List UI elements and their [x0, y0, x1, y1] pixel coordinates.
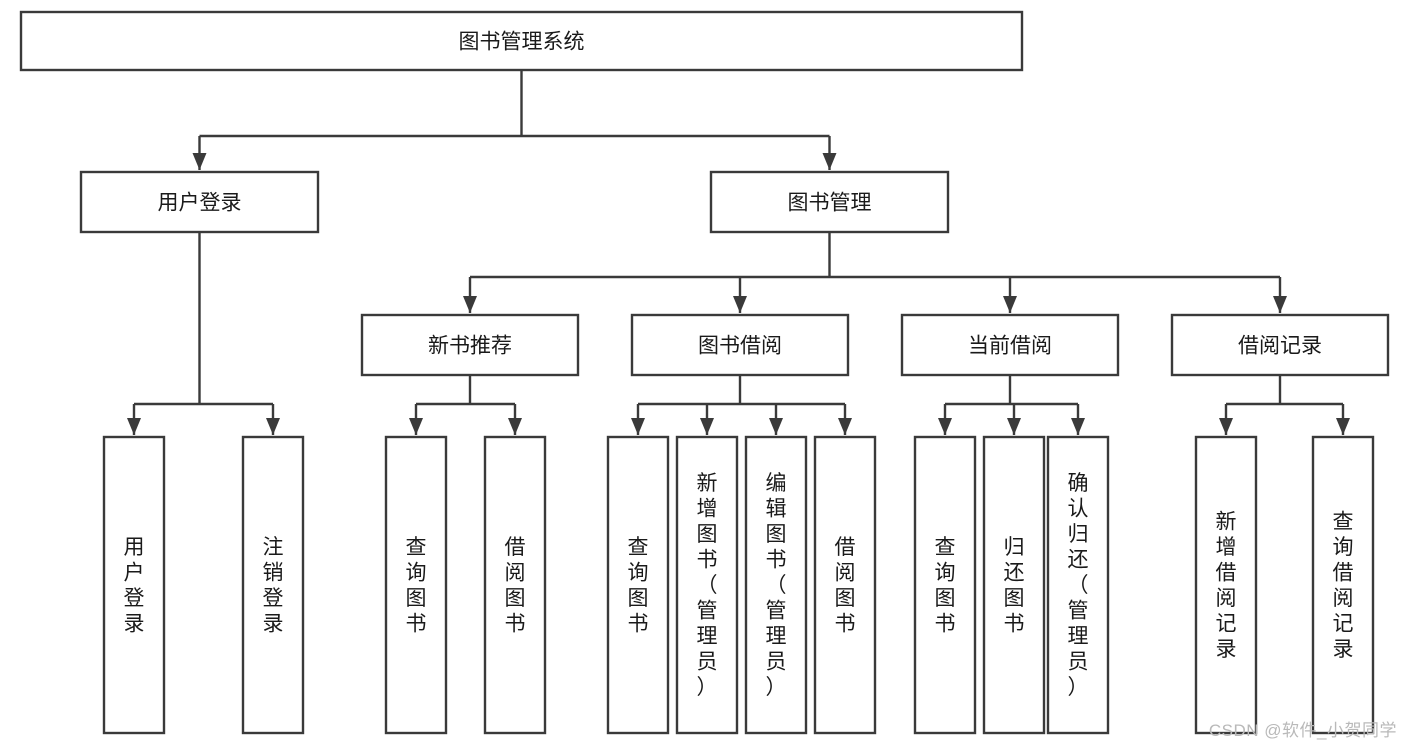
connectors-layer: [127, 70, 1350, 435]
arrow-head-icon: [1071, 418, 1085, 435]
arrow-head-icon: [822, 153, 837, 170]
arrow-head-icon: [192, 153, 207, 170]
node-leaf-borrow-book[interactable]: 借阅图书: [813, 435, 877, 735]
node-box[interactable]: [630, 313, 850, 377]
node-label: 图书借阅: [698, 335, 782, 358]
node-leaf-add-borrow-record[interactable]: 新增借阅记录: [1194, 435, 1258, 735]
node-label: 新增借阅记录: [1216, 510, 1237, 661]
node-label: 新增图书（管理员）: [697, 472, 718, 699]
arrow-head-icon: [1007, 418, 1021, 435]
connector-line: [414, 375, 517, 435]
node-label: 图书管理: [788, 192, 872, 215]
node-box[interactable]: [483, 435, 547, 735]
node-current-borrow[interactable]: 当前借阅: [900, 313, 1120, 377]
node-label: 借阅记录: [1238, 335, 1322, 358]
node-leaf-query-book-borrow[interactable]: 查询图书: [606, 435, 670, 735]
node-leaf-query-borrow-record[interactable]: 查询借阅记录: [1311, 435, 1375, 735]
node-label: 归还图书: [1004, 536, 1025, 636]
arrow-head-icon: [409, 418, 423, 435]
connector-line: [468, 232, 1282, 313]
arrow-head-icon: [631, 418, 645, 435]
node-box[interactable]: [813, 435, 877, 735]
arrow-head-icon: [838, 418, 852, 435]
arrow-head-icon: [1219, 418, 1233, 435]
node-label: 图书管理系统: [459, 31, 585, 54]
node-leaf-borrow-book-recommend[interactable]: 借阅图书: [483, 435, 547, 735]
node-box[interactable]: [709, 170, 950, 234]
arrow-head-icon: [1003, 296, 1017, 313]
node-box[interactable]: [1046, 435, 1110, 735]
node-leaf-edit-book[interactable]: 编辑图书（管理员）: [744, 435, 808, 735]
node-box[interactable]: [1311, 435, 1375, 735]
node-book-borrow[interactable]: 图书借阅: [630, 313, 850, 377]
node-label: 查询借阅记录: [1333, 510, 1354, 661]
node-root[interactable]: 图书管理系统: [19, 10, 1024, 72]
node-user-login[interactable]: 用户登录: [79, 170, 320, 234]
node-leaf-query-book-current[interactable]: 查询图书: [913, 435, 977, 735]
connector-line: [198, 70, 831, 170]
arrow-head-icon: [1273, 296, 1287, 313]
node-box[interactable]: [675, 435, 739, 735]
node-box[interactable]: [744, 435, 808, 735]
node-label: 注销登录: [263, 536, 284, 636]
arrow-head-icon: [127, 418, 141, 435]
arrow-head-icon: [938, 418, 952, 435]
arrow-head-icon: [508, 418, 522, 435]
node-box[interactable]: [102, 435, 166, 735]
node-box[interactable]: [1194, 435, 1258, 735]
arrow-head-icon: [1336, 418, 1350, 435]
node-leaf-logout[interactable]: 注销登录: [241, 435, 305, 735]
node-leaf-add-book[interactable]: 新增图书（管理员）: [675, 435, 739, 735]
arrow-head-icon: [769, 418, 783, 435]
node-label: 用户登录: [158, 192, 242, 215]
arrow-head-icon: [266, 418, 280, 435]
node-box[interactable]: [19, 10, 1024, 72]
node-box[interactable]: [241, 435, 305, 735]
node-borrow-record[interactable]: 借阅记录: [1170, 313, 1390, 377]
node-box[interactable]: [79, 170, 320, 234]
node-label: 当前借阅: [968, 335, 1052, 358]
node-new-book-recommend[interactable]: 新书推荐: [360, 313, 580, 377]
node-leaf-return-book[interactable]: 归还图书: [982, 435, 1046, 735]
node-box[interactable]: [1170, 313, 1390, 377]
node-label: 查询图书: [628, 536, 649, 636]
connector-line: [1224, 375, 1345, 435]
nodes-layer: 图书管理系统用户登录图书管理新书推荐图书借阅当前借阅借阅记录用户登录注销登录查询…: [19, 10, 1390, 735]
node-box[interactable]: [900, 313, 1120, 377]
arrow-head-icon: [700, 418, 714, 435]
node-box[interactable]: [360, 313, 580, 377]
connector-line: [132, 232, 275, 435]
node-book-management[interactable]: 图书管理: [709, 170, 950, 234]
node-leaf-query-book-recommend[interactable]: 查询图书: [384, 435, 448, 735]
node-label: 新书推荐: [428, 335, 512, 358]
node-box[interactable]: [982, 435, 1046, 735]
node-leaf-user-login[interactable]: 用户登录: [102, 435, 166, 735]
node-label: 借阅图书: [505, 536, 526, 636]
arrow-head-icon: [463, 296, 477, 313]
node-label: 用户登录: [124, 536, 145, 636]
node-box[interactable]: [606, 435, 670, 735]
node-label: 查询图书: [406, 536, 427, 636]
connector-line: [636, 375, 847, 435]
node-label: 编辑图书（管理员）: [766, 472, 787, 699]
node-box[interactable]: [384, 435, 448, 735]
arrow-head-icon: [733, 296, 747, 313]
node-leaf-confirm-return[interactable]: 确认归还（管理员）: [1046, 435, 1110, 735]
watermark-text: CSDN @软件_小贺同学: [1208, 721, 1397, 740]
node-label: 查询图书: [935, 536, 956, 636]
node-label: 借阅图书: [835, 536, 856, 636]
node-box[interactable]: [913, 435, 977, 735]
node-label: 确认归还（管理员）: [1068, 472, 1089, 699]
